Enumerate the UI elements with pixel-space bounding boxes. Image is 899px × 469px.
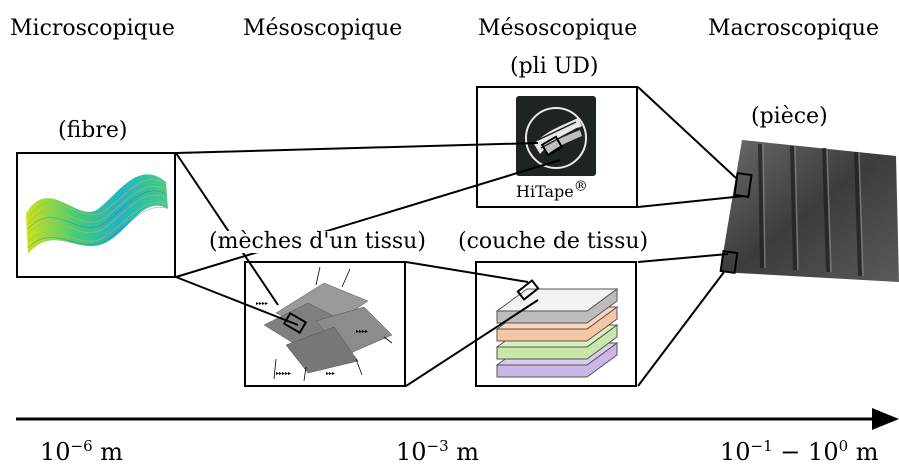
header-microscopique: Microscopique — [10, 16, 175, 41]
label-piece: (pièce) — [751, 104, 828, 129]
header-mesoscopique-2: Mésoscopique — [478, 16, 638, 41]
pli-ud-box: HiTape® — [476, 86, 638, 208]
scale-meso-exp: −3 — [426, 437, 449, 455]
scale-macro-base2: 10 — [808, 438, 839, 466]
hitape-logo — [516, 96, 596, 176]
scale-micro-unit: m — [92, 438, 124, 466]
couche-image — [495, 279, 619, 378]
scale-meso: 10−3 m — [396, 437, 480, 466]
scale-micro-exp: −6 — [70, 437, 93, 455]
scale-macro-sep: − — [772, 438, 809, 466]
label-meches: (mèches d'un tissu) — [207, 229, 428, 254]
fibre-box — [16, 152, 176, 278]
label-couche: (couche de tissu) — [456, 229, 651, 254]
fibre-image — [26, 174, 168, 254]
scale-macro-exp2: 0 — [838, 437, 849, 455]
svg-text:▸▸▸▸: ▸▸▸▸ — [256, 300, 268, 307]
scale-macro-base1: 10 — [720, 438, 751, 466]
header-mesoscopique-1: Mésoscopique — [243, 16, 403, 41]
scale-macro: 10−1 − 100 m — [720, 437, 879, 466]
label-fibre: (fibre) — [58, 118, 128, 143]
scale-micro: 10−6 m — [40, 437, 124, 466]
hitape-text: HiTape — [516, 182, 574, 201]
svg-text:▸▸▸: ▸▸▸ — [326, 370, 335, 377]
header-macroscopique: Macroscopique — [708, 16, 879, 41]
scale-meso-unit: m — [448, 438, 480, 466]
registered-mark: ® — [573, 178, 588, 195]
scale-macro-exp1: −1 — [750, 437, 773, 455]
hitape-logo-icon — [525, 107, 587, 169]
scale-arrow — [16, 408, 899, 430]
piece-image — [720, 140, 899, 282]
scale-meso-base: 10 — [396, 438, 427, 466]
scale-micro-base: 10 — [40, 438, 71, 466]
meches-image: ▸▸▸▸▸▸▸▸ ▸▸▸▸▸▸▸▸ — [256, 266, 393, 382]
label-pli-ud: (pli UD) — [510, 54, 599, 79]
svg-text:▸▸▸▸: ▸▸▸▸ — [356, 328, 368, 335]
svg-text:▸▸▸▸▸: ▸▸▸▸▸ — [276, 370, 291, 377]
hitape-caption: HiTape® — [516, 180, 588, 201]
scale-macro-unit: m — [848, 438, 879, 466]
meches-box: ▸▸▸▸▸▸▸▸ ▸▸▸▸▸▸▸▸ — [244, 261, 406, 387]
